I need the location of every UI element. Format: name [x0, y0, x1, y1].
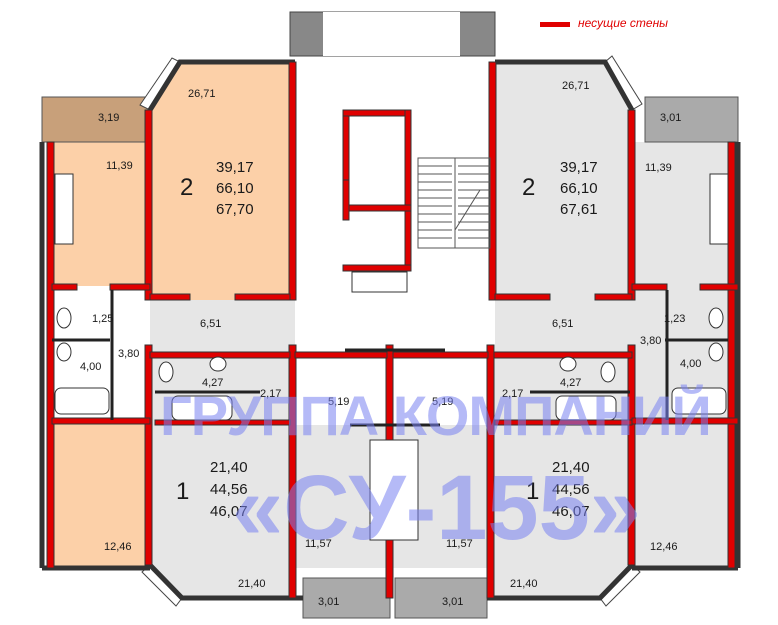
area-hall1-l: 5,19	[328, 396, 350, 408]
apartment-living-tl: 39,17	[216, 159, 254, 176]
hall-left-fill	[150, 300, 295, 355]
legend-label: несущие стены	[578, 16, 669, 30]
apartment-rooms-tr: 2	[522, 174, 536, 201]
stove-right	[709, 173, 729, 245]
area-corridor-l: 3,80	[118, 348, 140, 360]
area-entry1-l: 2,17	[260, 388, 282, 400]
apartment-rooms-tl: 2	[180, 174, 194, 201]
area-room1-l: 21,40	[238, 578, 266, 590]
sink-1-left	[209, 356, 227, 372]
toilet-left	[56, 307, 72, 329]
apartment-living-br: 21,40	[552, 459, 590, 476]
area-kitchen1-r: 11,57	[446, 538, 473, 550]
bathtub-left	[54, 387, 110, 415]
legend-swatch	[540, 22, 570, 27]
kitchen-units-1	[369, 439, 419, 541]
area-balcony-br: 3,01	[442, 596, 464, 608]
elevator-inner	[323, 12, 460, 56]
bathtub-right	[671, 387, 727, 415]
area-room-tl: 26,71	[188, 88, 216, 100]
apartment-total-bl: 44,56	[210, 481, 248, 498]
area-corridor-r: 3,80	[640, 335, 662, 347]
area-kitchen1-l: 11,57	[305, 538, 332, 550]
apartment-rooms-bl: 1	[176, 478, 190, 505]
watermark-line1: ГРУППА КОМПАНИЙ	[160, 384, 712, 447]
balcony-bottom-left	[302, 577, 391, 619]
left-balcony	[41, 96, 151, 143]
bathtub-1-right	[555, 395, 617, 421]
bathtub-1-left	[171, 395, 233, 421]
toilet-1-left	[158, 361, 174, 383]
area-room-tr: 26,71	[562, 80, 590, 92]
right-room-fill	[632, 422, 738, 568]
toilet-right	[708, 307, 724, 329]
apartment-total-tl: 66,10	[216, 180, 254, 197]
apartment-total-br: 44,56	[552, 481, 590, 498]
area-room1-r: 21,40	[510, 578, 538, 590]
apartment-total-balcony-tr: 67,61	[560, 201, 598, 218]
area-balcony-tr: 3,01	[660, 112, 682, 124]
area-wc-r: 1,23	[664, 313, 686, 325]
area-hall-r: 6,51	[552, 318, 574, 330]
partitions	[52, 290, 728, 427]
apartment-2-right-fill	[495, 62, 632, 300]
apartment-2-left-fill	[150, 62, 295, 300]
apartment-total-tr: 66,10	[560, 180, 598, 197]
apartment-rooms-br: 1	[526, 478, 540, 505]
area-room-br: 12,46	[650, 541, 678, 553]
area-wc-l: 1,25	[92, 313, 114, 325]
sink-right	[708, 342, 724, 362]
area-bath1-l: 4,27	[202, 377, 224, 389]
area-balcony-bl: 3,01	[318, 596, 340, 608]
area-hall-l: 6,51	[200, 318, 222, 330]
toilet-1-right	[600, 361, 616, 383]
area-hall1-r: 5,19	[432, 396, 454, 408]
apartment-total-balcony-bl: 46,07	[210, 503, 248, 520]
sink-left	[56, 342, 72, 362]
balcony-bottom-right	[394, 577, 488, 619]
area-kitchen-l: 11,39	[106, 160, 133, 172]
apartment-living-bl: 21,40	[210, 459, 248, 476]
area-bath-r: 4,00	[680, 358, 702, 370]
apartment-total-balcony-tl: 67,70	[216, 201, 254, 218]
watermark-line2: «СУ-155»	[232, 457, 641, 559]
area-entry1-r: 2,17	[502, 388, 524, 400]
apartment-living-tr: 39,17	[560, 159, 598, 176]
right-balcony	[644, 96, 739, 143]
apartment-total-balcony-br: 46,07	[552, 503, 590, 520]
sink-1-right	[559, 356, 577, 372]
area-kitchen-r: 11,39	[645, 162, 672, 174]
left-room-fill	[52, 422, 150, 568]
bearing-walls	[46, 61, 739, 599]
stove-left	[54, 173, 74, 245]
fixtures	[54, 173, 729, 541]
area-balcony-tl: 3,19	[98, 112, 120, 124]
bath-small-left	[351, 271, 408, 293]
hall-right-fill	[495, 300, 632, 355]
stairs	[417, 157, 491, 249]
area-room-bl: 12,46	[104, 541, 132, 553]
outer-walls	[39, 59, 741, 601]
area-bath-l: 4,00	[80, 361, 102, 373]
area-bath1-r: 4,27	[560, 377, 582, 389]
